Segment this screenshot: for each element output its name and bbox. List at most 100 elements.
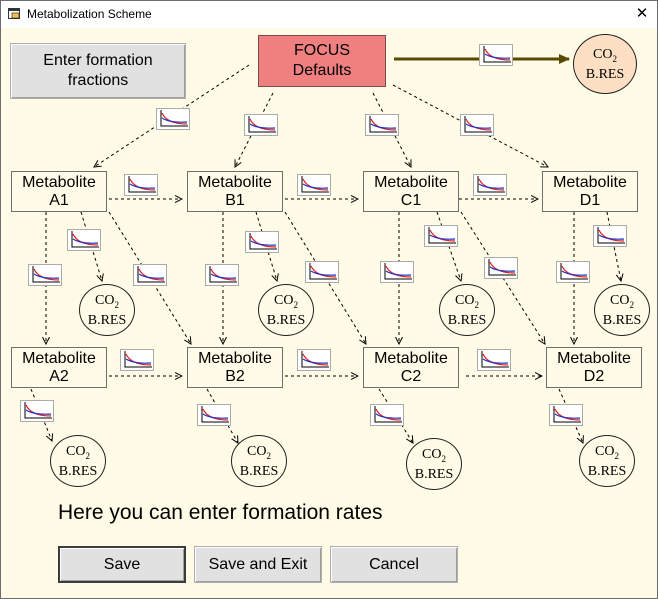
co2-subscript: 2 [614,450,619,461]
decline-curve-icon[interactable] [365,114,399,136]
metabolite-label: Metabolite [374,174,448,191]
co2-formula: CO [455,293,475,308]
co2-formula: CO [95,293,115,308]
close-button[interactable]: ✕ [628,3,656,25]
save-label: Save [103,555,141,573]
decline-curve-icon[interactable] [156,108,190,130]
co2-formula: CO [593,47,613,62]
decline-curve-icon[interactable] [484,257,518,279]
co2-subscript: 2 [85,450,90,461]
decline-curve-icon[interactable] [477,349,511,371]
metabolite-id: C2 [400,368,422,385]
save-and-exit-button[interactable]: Save and Exit [194,546,322,583]
app-window-icon [8,8,20,19]
co2-subscript: 2 [266,450,271,461]
co2-formula: CO [595,444,615,459]
metabolite-id: A2 [49,368,69,385]
formation-rates-hint: Here you can enter formation rates [58,501,383,524]
decline-curve-icon[interactable] [120,349,154,371]
decline-curve-icon[interactable] [205,264,239,286]
decline-curve-icon[interactable] [479,44,513,66]
focus-defaults-label: FOCUS Defaults [292,42,352,79]
decline-curve-icon[interactable] [133,264,167,286]
co2-subscript: 2 [612,53,617,64]
co2-label: B.RES [414,466,454,482]
decline-curve-icon[interactable] [197,404,231,426]
metabolite-label: Metabolite [198,174,272,191]
decline-curve-icon[interactable] [473,174,507,196]
formation-fractions-label: Enter formation fractions [43,52,153,89]
decline-curve-icon[interactable] [67,229,101,251]
enter-formation-fractions-button[interactable]: Enter formation fractions [10,43,186,99]
decline-curve-icon[interactable] [424,225,458,247]
co2-label: B.RES [602,312,642,328]
decline-curve-icon[interactable] [20,400,54,422]
focus-defaults-button[interactable]: FOCUS Defaults [258,35,386,87]
metabolite-label: Metabolite [557,350,631,367]
metabolite-label: Metabolite [374,350,448,367]
decline-curve-icon[interactable] [305,261,339,283]
decline-curve-icon[interactable] [297,174,331,196]
decline-curve-icon[interactable] [380,261,414,283]
decline-curve-icon[interactable] [370,404,404,426]
save-button[interactable]: Save [58,546,186,583]
co2-formula: CO [610,293,630,308]
decline-curve-icon[interactable] [28,264,62,286]
metabolite-id: B2 [225,368,245,385]
co2-label: B.RES [266,312,306,328]
decline-curve-icon[interactable] [244,114,278,136]
decline-curve-icon[interactable] [245,231,279,253]
metabolite-id: D2 [583,368,605,385]
decline-curve-icon[interactable] [124,174,158,196]
metabolite-id: B1 [225,192,245,209]
title-bar: Metabolization Scheme ✕ [1,1,657,28]
co2-subscript: 2 [293,299,298,310]
cancel-button[interactable]: Cancel [330,546,458,583]
co2-subscript: 2 [629,299,634,310]
co2-label: B.RES [587,463,627,479]
close-icon: ✕ [635,5,649,22]
metabolite-id: A1 [49,192,69,209]
cancel-label: Cancel [369,555,419,573]
metabolite-id: C1 [400,192,422,209]
window-title: Metabolization Scheme [27,7,152,21]
decline-curve-icon[interactable] [460,114,494,136]
co2-label: B.RES [87,312,127,328]
co2-label: B.RES [58,463,98,479]
decline-curve-icon[interactable] [556,261,590,283]
co2-subscript: 2 [474,299,479,310]
co2-formula: CO [422,447,442,462]
co2-formula: CO [66,444,86,459]
co2-subscript: 2 [441,453,446,464]
co2-label: B.RES [585,66,625,82]
save-and-exit-label: Save and Exit [208,555,308,573]
decline-curve-icon[interactable] [297,349,331,371]
co2-formula: CO [247,444,267,459]
scheme-area: Enter formation fractions FOCUS Defaults… [1,28,657,598]
decline-curve-icon[interactable] [593,225,627,247]
metabolite-label: Metabolite [553,174,627,191]
co2-formula: CO [274,293,294,308]
decline-curve-icon[interactable] [549,404,583,426]
co2-label: B.RES [239,463,279,479]
metabolite-label: Metabolite [22,174,96,191]
metabolite-id: D1 [579,192,601,209]
